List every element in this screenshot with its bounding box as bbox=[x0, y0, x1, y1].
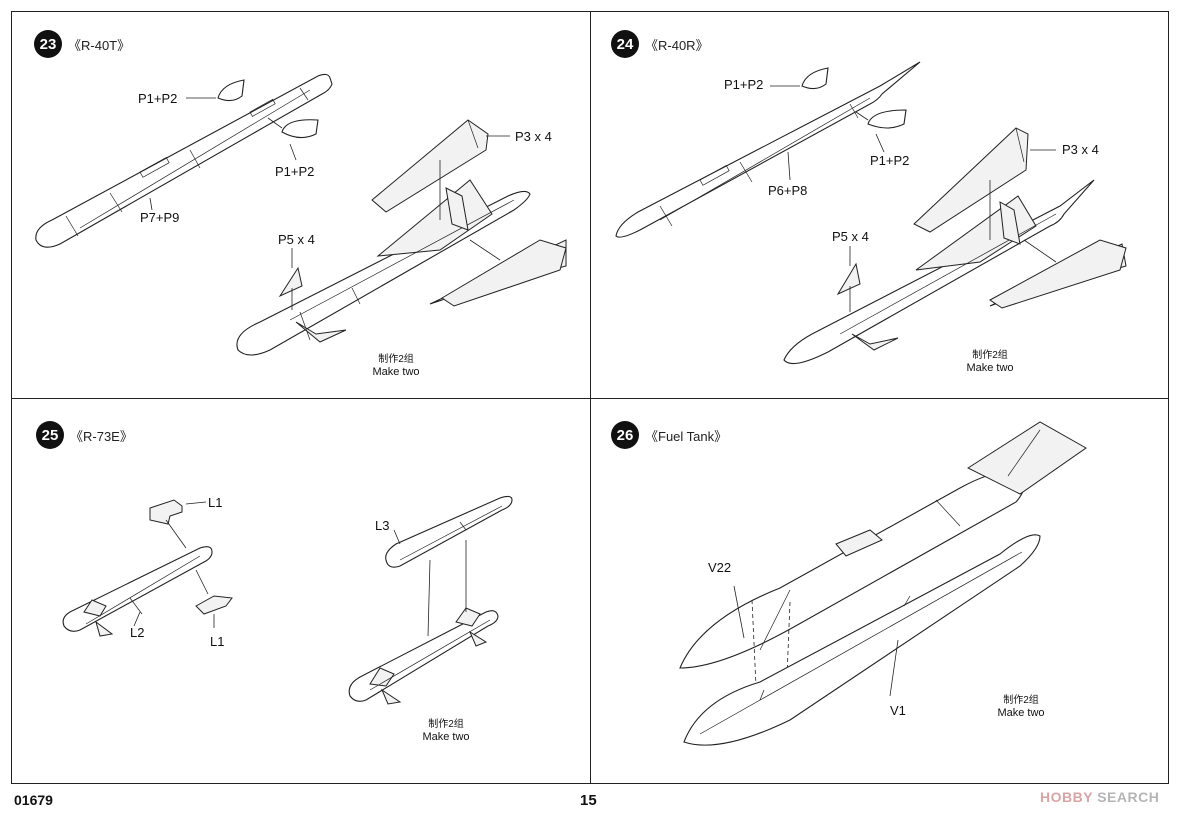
r40t-fin-p3 bbox=[372, 120, 566, 306]
step-25-header: 25 《R-73E》 bbox=[36, 421, 133, 449]
r40r-seeker-parts bbox=[770, 68, 906, 180]
r40t-seeker-parts bbox=[150, 80, 318, 210]
r40r-fin-p5 bbox=[838, 246, 860, 312]
watermark: HOBBY SEARCH bbox=[1040, 789, 1159, 805]
r73e-part-l3 bbox=[386, 496, 512, 567]
r73e-missile-assembled bbox=[349, 540, 498, 704]
make-two-zh: 制作2组 bbox=[1003, 695, 1039, 706]
label-p1p2-top: P1+P2 bbox=[724, 77, 764, 92]
make-two-en: Make two bbox=[966, 362, 1014, 374]
label-p5x4: P5 x 4 bbox=[832, 229, 869, 244]
step-23-header: 23 《R-40T》 bbox=[34, 30, 130, 58]
label-p7p9: P7+P9 bbox=[140, 210, 180, 225]
step-24-header: 24 《R-40R》 bbox=[611, 30, 709, 58]
label-p5x4: P5 x 4 bbox=[278, 232, 315, 247]
panel-divider-horizontal bbox=[11, 398, 1169, 399]
step-number-badge: 25 bbox=[36, 421, 64, 449]
label-p1p2-bottom: P1+P2 bbox=[870, 153, 910, 168]
make-two-zh: 制作2组 bbox=[378, 354, 414, 365]
kit-number: 01679 bbox=[14, 792, 53, 808]
step-title: 《Fuel Tank》 bbox=[645, 428, 728, 444]
step-number-badge: 24 bbox=[611, 30, 639, 58]
make-two-en: Make two bbox=[997, 707, 1045, 719]
step-title: 《R-40R》 bbox=[645, 37, 709, 53]
label-p3x4: P3 x 4 bbox=[1062, 142, 1099, 157]
label-p1p2-top: P1+P2 bbox=[138, 91, 178, 106]
fuel-tank-upper bbox=[680, 422, 1086, 702]
make-two-zh: 制作2组 bbox=[428, 719, 464, 730]
label-v1: V1 bbox=[890, 703, 906, 718]
step-title: 《R-73E》 bbox=[70, 428, 133, 444]
r40t-fin-p5 bbox=[280, 248, 302, 310]
page-number: 15 bbox=[580, 792, 597, 809]
r73e-part-l1-bottom bbox=[196, 570, 232, 628]
r73e-missile-body bbox=[63, 547, 212, 636]
label-p1p2-bottom: P1+P2 bbox=[275, 164, 315, 179]
label-l3: L3 bbox=[375, 518, 390, 533]
r73e-part-l1-top bbox=[150, 500, 206, 548]
make-two-note-24: 制作2组 Make two bbox=[955, 349, 1025, 375]
fuel-tank-lower bbox=[684, 535, 1040, 745]
step-26-header: 26 《Fuel Tank》 bbox=[611, 421, 727, 449]
step-number-badge: 26 bbox=[611, 421, 639, 449]
label-p3x4: P3 x 4 bbox=[515, 129, 552, 144]
make-two-note-26: 制作2组 Make two bbox=[986, 694, 1056, 720]
watermark-brand: HOBBY bbox=[1040, 789, 1093, 805]
make-two-en: Make two bbox=[422, 731, 470, 743]
r40r-missile-body bbox=[616, 62, 920, 237]
step-title: 《R-40T》 bbox=[68, 37, 131, 53]
make-two-en: Make two bbox=[372, 366, 420, 378]
watermark-rest: SEARCH bbox=[1092, 789, 1160, 805]
label-l1-top: L1 bbox=[208, 495, 223, 510]
label-l2: L2 bbox=[130, 625, 145, 640]
r40t-missile-body bbox=[36, 74, 332, 247]
make-two-zh: 制作2组 bbox=[972, 350, 1008, 361]
make-two-note-23: 制作2组 Make two bbox=[361, 353, 431, 379]
label-v22: V22 bbox=[708, 560, 732, 575]
make-two-note-25: 制作2组 Make two bbox=[411, 718, 481, 744]
panel-divider-vertical bbox=[590, 11, 591, 784]
r40r-fin-p3 bbox=[914, 128, 1126, 308]
label-l1-bottom: L1 bbox=[210, 634, 225, 649]
label-p6p8: P6+P8 bbox=[768, 183, 808, 198]
step-number-badge: 23 bbox=[34, 30, 62, 58]
